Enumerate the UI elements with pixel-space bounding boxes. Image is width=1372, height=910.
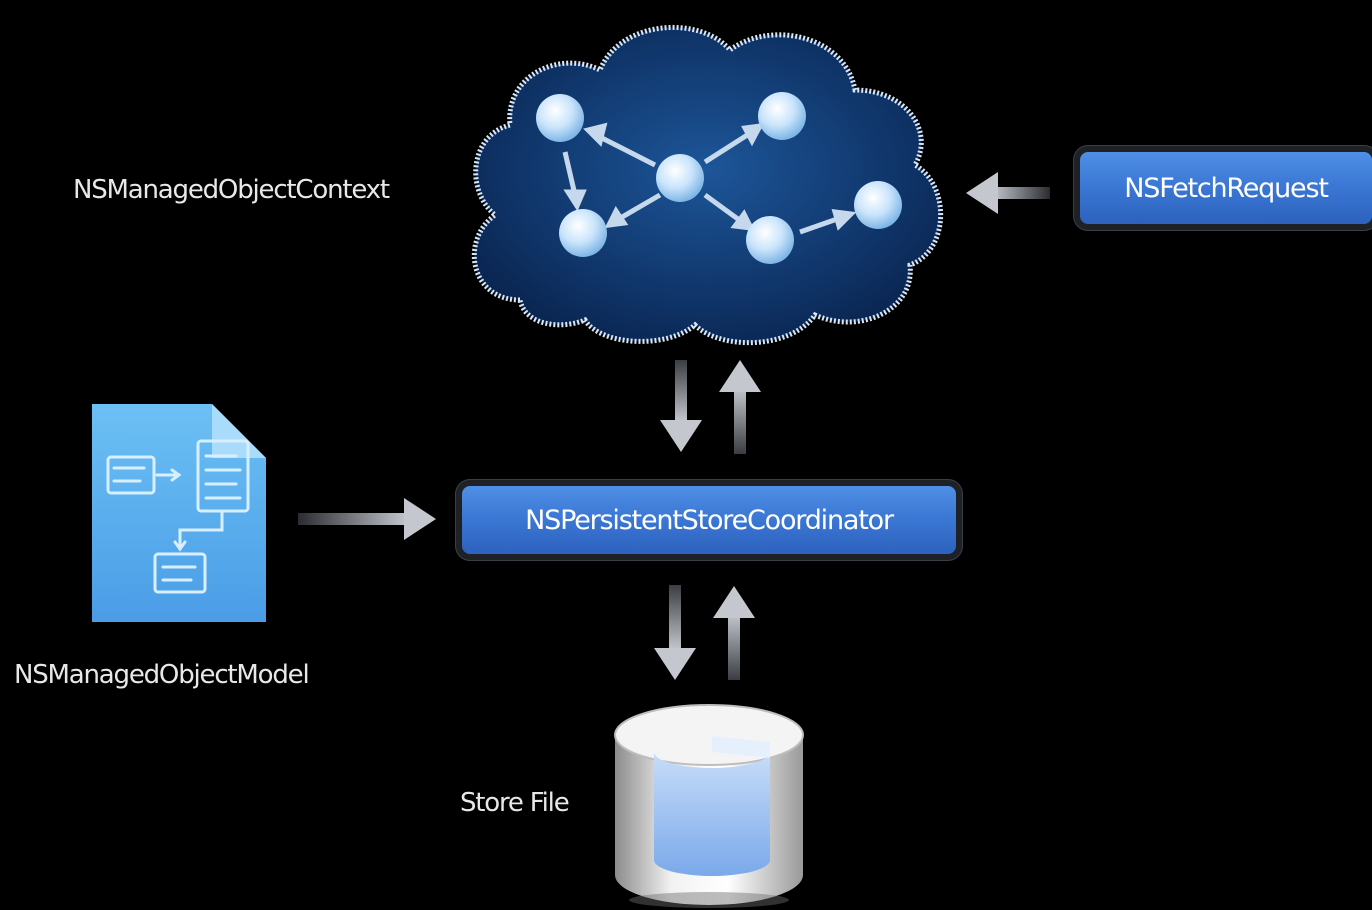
store-file-label: Store File — [460, 788, 570, 818]
cloud-object-graph-icon — [471, 24, 944, 346]
context-to-coordinator-arrow — [660, 360, 702, 452]
data-model-document-icon — [92, 404, 266, 622]
managed-object-context-label: NSManagedObjectContext — [73, 175, 390, 205]
coordinator-to-store-arrow — [654, 585, 696, 680]
store-to-coordinator-arrow — [713, 586, 755, 680]
managed-object-model-label: NSManagedObjectModel — [14, 660, 310, 690]
coordinator-to-context-arrow — [719, 360, 761, 454]
database-cylinder-icon — [614, 704, 804, 908]
persistent-store-coordinator-pill: NSPersistentStoreCoordinator — [462, 486, 956, 554]
fetch-to-context-arrow — [966, 172, 1050, 214]
fetch-request-pill: NSFetchRequest — [1080, 152, 1372, 224]
model-to-coordinator-arrow — [298, 498, 436, 540]
